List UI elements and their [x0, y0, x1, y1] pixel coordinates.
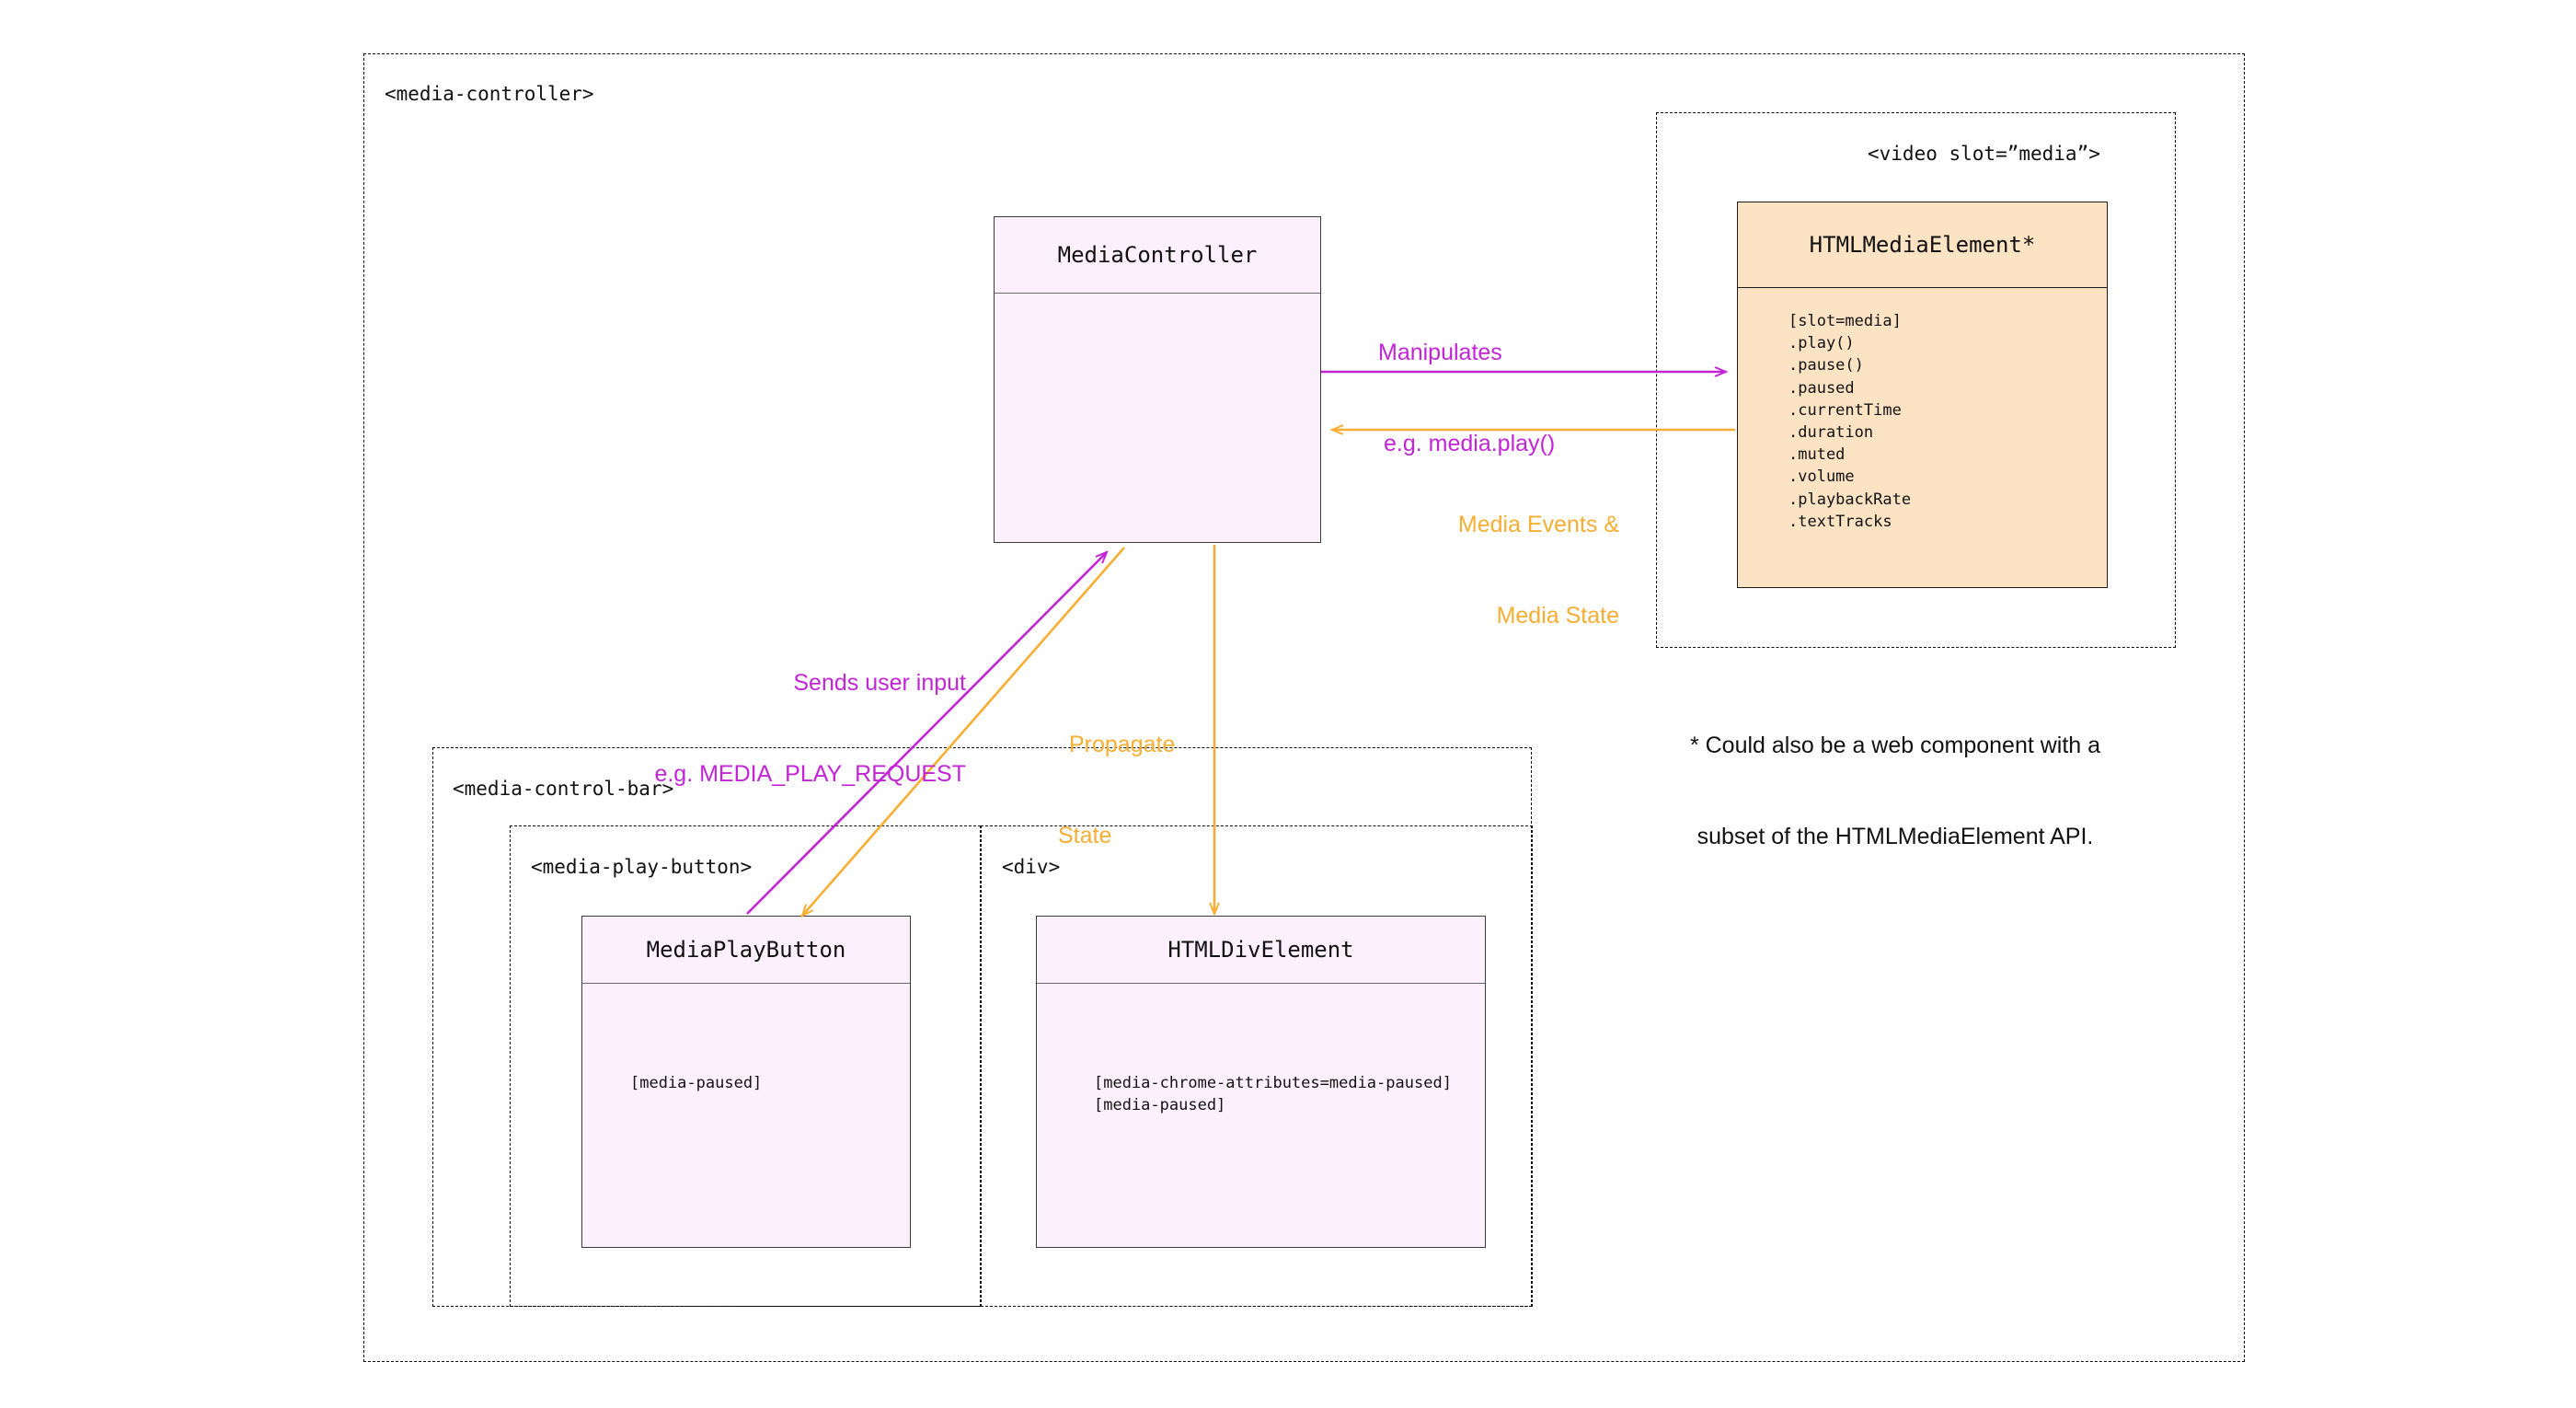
- property-line: .textTracks: [1788, 512, 1892, 531]
- attribute-line: [media-paused]: [1094, 1096, 1226, 1115]
- box-body-html-div-element: [media-chrome-attributes=media-paused] […: [1037, 984, 1485, 1116]
- box-body-html-media-element: [slot=media] .play() .pause() .paused .c…: [1738, 288, 2107, 533]
- box-header-media-play-button: MediaPlayButton: [582, 917, 910, 984]
- label-propagate-state-line1: Propagate: [1069, 732, 1176, 757]
- property-line: .duration: [1788, 423, 1874, 443]
- footnote-line2: subset of the HTMLMediaElement API.: [1696, 824, 2094, 849]
- container-label-media-control-bar: <media-control-bar>: [453, 778, 674, 800]
- container-div: [981, 825, 1533, 1307]
- box-title-html-media-element: HTMLMediaElement*: [1809, 232, 2036, 258]
- box-html-media-element: HTMLMediaElement* [slot=media] .play() .…: [1737, 202, 2108, 588]
- container-label-media-controller: <media-controller>: [385, 83, 594, 105]
- box-header-media-controller: MediaController: [995, 217, 1320, 294]
- box-body-media-controller: [995, 294, 1320, 314]
- box-body-media-play-button: [media-paused]: [582, 984, 910, 1094]
- container-label-div: <div>: [1002, 856, 1061, 878]
- property-line: .pause(): [1788, 356, 1864, 375]
- label-manipulates-line1: Manipulates: [1378, 340, 1502, 365]
- container-label-video-slot: <video slot=”media”>: [1868, 143, 2100, 165]
- property-line: .muted: [1788, 445, 1846, 465]
- box-media-play-button: MediaPlayButton [media-paused]: [581, 916, 911, 1248]
- property-line: [slot=media]: [1788, 312, 1902, 330]
- property-line: .currentTime: [1788, 400, 1902, 420]
- property-line: .paused: [1788, 378, 1855, 398]
- property-line: .playbackRate: [1788, 490, 1912, 509]
- attribute-line: [media-chrome-attributes=media-paused]: [1094, 1074, 1452, 1092]
- label-media-events: Media Events & Media State: [1371, 449, 1619, 692]
- label-sends-user-input-line1: Sends user input: [793, 670, 966, 696]
- label-sends-user-input-line2: e.g. MEDIA_PLAY_REQUEST: [654, 761, 966, 787]
- container-video-slot: [1656, 112, 2176, 648]
- box-title-media-play-button: MediaPlayButton: [646, 937, 846, 963]
- footnote: * Could also be a web component with a s…: [1647, 670, 2144, 913]
- label-sends-user-input: Sends user input e.g. MEDIA_PLAY_REQUEST: [589, 607, 966, 850]
- label-propagate-state-line2: State: [1058, 823, 1112, 848]
- box-header-html-media-element: HTMLMediaElement*: [1738, 202, 2107, 288]
- label-manipulates-line2: e.g. media.play(): [1384, 431, 1556, 456]
- property-line: .volume: [1788, 467, 1855, 487]
- box-media-controller: MediaController: [994, 216, 1321, 543]
- container-media-play-button: [510, 825, 981, 1307]
- container-label-media-play-button: <media-play-button>: [531, 856, 753, 878]
- box-title-media-controller: MediaController: [1057, 242, 1258, 268]
- box-title-html-div-element: HTMLDivElement: [1167, 937, 1354, 963]
- label-propagate-state: Propagate State: [1058, 669, 1175, 912]
- box-header-html-div-element: HTMLDivElement: [1037, 917, 1485, 984]
- label-manipulates: Manipulates e.g. media.play(): [1378, 277, 1555, 520]
- footnote-line1: * Could also be a web component with a: [1689, 733, 2101, 758]
- label-media-events-line1: Media Events &: [1457, 512, 1619, 537]
- box-html-div-element: HTMLDivElement [media-chrome-attributes=…: [1036, 916, 1486, 1248]
- attribute-line: [media-paused]: [630, 1074, 763, 1092]
- container-media-controller: [363, 53, 2245, 1362]
- property-line: .play(): [1788, 334, 1855, 353]
- label-media-events-line2: Media State: [1496, 603, 1619, 629]
